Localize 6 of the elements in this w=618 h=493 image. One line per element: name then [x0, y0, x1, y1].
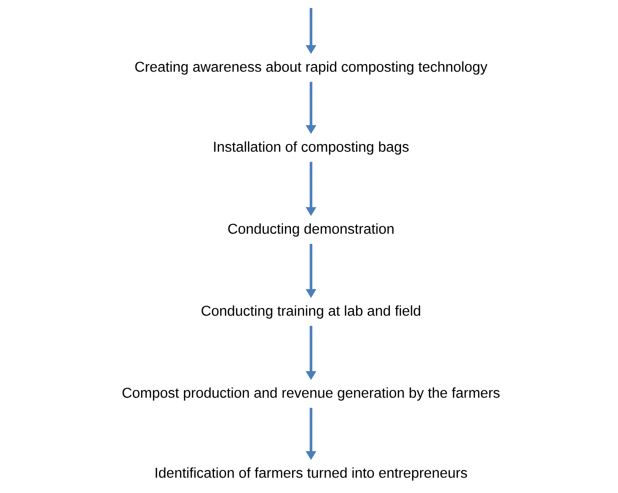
step-text: Creating awareness about rapid composting technology	[135, 61, 488, 75]
step-text: Identification of farmers turned into entrepreneurs	[156, 467, 468, 481]
step-text: Installation of composting bags	[214, 141, 409, 155]
step-text: Conducting demonstration	[228, 223, 394, 237]
step-text: Conducting training at lab and field	[202, 305, 420, 319]
step-text: Compost production and revenue generation by the farmers	[122, 387, 500, 401]
